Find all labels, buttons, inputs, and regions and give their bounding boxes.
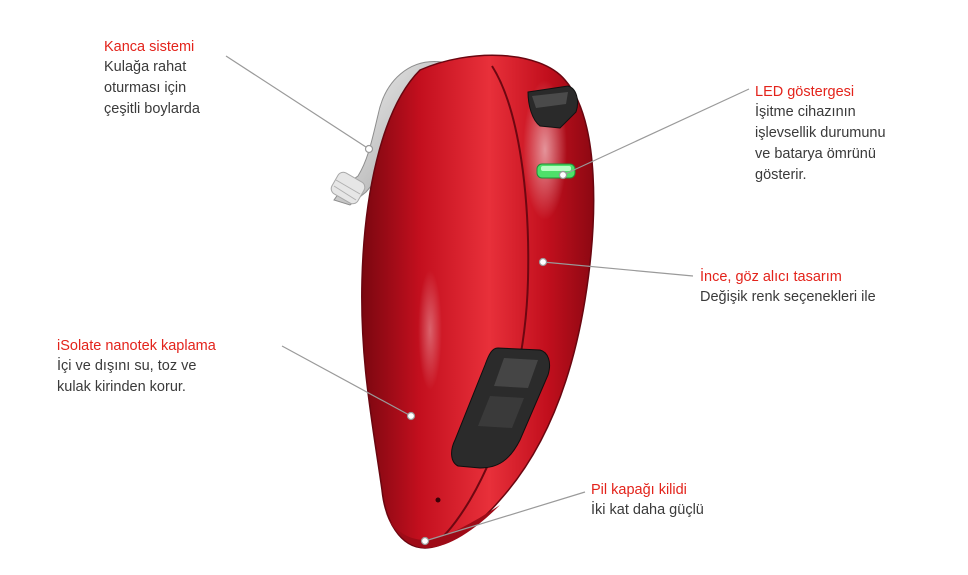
leader-lines	[225, 55, 750, 542]
callout-description: İşitme cihazının işlevsellik durumunu ve…	[755, 104, 886, 183]
leader-line-hook	[225, 55, 370, 150]
pointer-dots	[364, 144, 568, 546]
callout-title: iSolate nanotek kaplama	[57, 338, 216, 354]
callout-title: Kanca sistemi	[104, 39, 195, 55]
led-indicator	[536, 163, 576, 179]
callout-description: İçi ve dışını su, toz ve kulak kirinden …	[57, 358, 197, 395]
callout-title: LED göstergesi	[755, 84, 855, 100]
callout-led-indicator: LED göstergesi İşitme cihazının işlevsel…	[755, 82, 886, 186]
pointer-dot-battery	[420, 536, 430, 546]
callout-title: Pil kapağı kilidi	[591, 482, 687, 498]
hearing-aid-body	[361, 54, 595, 549]
leader-line-led	[562, 88, 750, 176]
pointer-dot-hook	[364, 144, 374, 154]
leader-line-battery	[424, 491, 586, 542]
pointer-dot-led	[558, 170, 568, 180]
battery-door-lock	[451, 347, 551, 469]
callout-description: Değişik renk seçenekleri ile	[700, 289, 876, 305]
pointer-dot-design	[538, 257, 548, 267]
pointer-dot-coating	[406, 411, 416, 421]
callout-slim-design: İnce, göz alıcı tasarım Değişik renk seç…	[700, 267, 876, 308]
callout-description: İki kat daha güçlü	[591, 502, 704, 518]
callout-nanotech-coating: iSolate nanotek kaplama İçi ve dışını su…	[57, 336, 216, 398]
top-button	[527, 85, 579, 129]
callout-title: İnce, göz alıcı tasarım	[700, 269, 842, 285]
callout-battery-lock: Pil kapağı kilidi İki kat daha güçlü	[591, 480, 704, 521]
callout-description: Kulağa rahat oturması için çeşitli boyla…	[104, 59, 200, 117]
leader-line-design	[542, 261, 694, 277]
callout-hook-system: Kanca sistemi Kulağa rahat oturması için…	[104, 37, 200, 120]
leader-line-coating	[281, 345, 412, 417]
